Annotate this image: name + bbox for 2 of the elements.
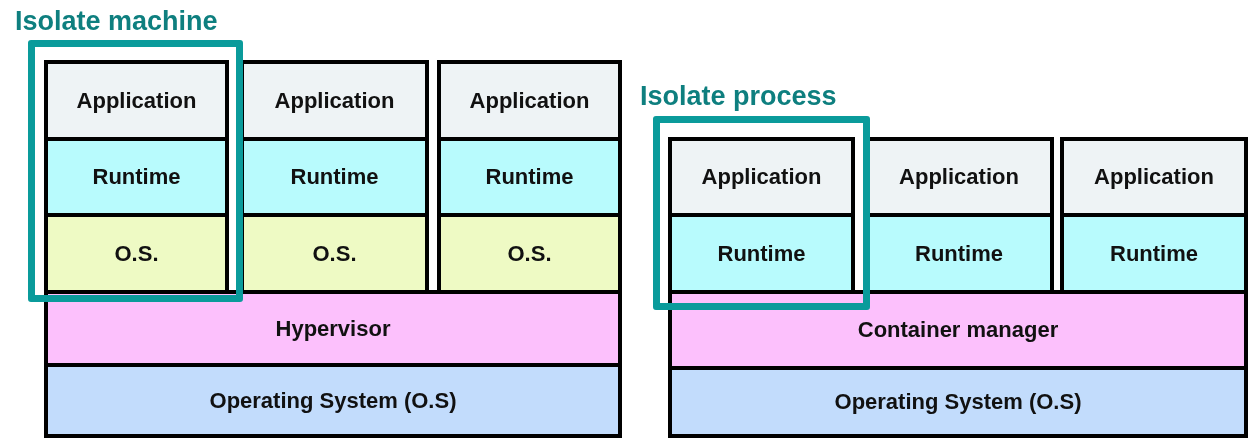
group-heading: Isolate machine [15,5,218,37]
group-heading: Isolate process [640,80,837,112]
